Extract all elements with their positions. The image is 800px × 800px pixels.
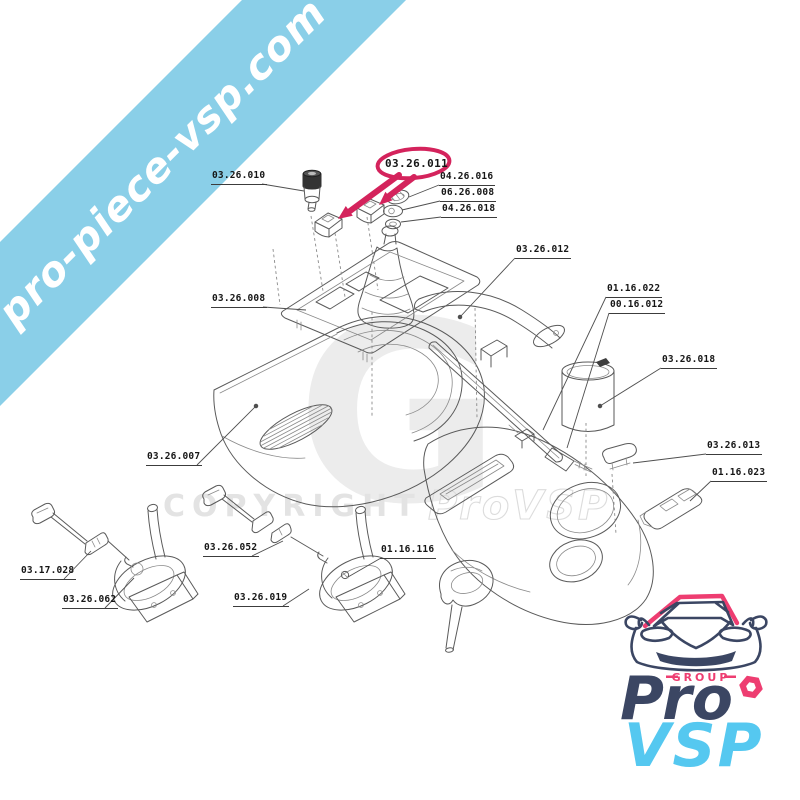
logo-group-dash <box>666 675 678 678</box>
part-label: 03.26.008 <box>211 293 268 308</box>
part-label: 00.16.012 <box>609 299 666 314</box>
highlight-arrowhead <box>338 206 353 219</box>
handbrake-left-drawing <box>31 502 199 623</box>
part-label: 01.16.023 <box>711 467 768 482</box>
logo-brand-bottom: VSP <box>624 711 764 781</box>
logo-group-label: GROUP <box>672 671 731 684</box>
ring-drawing <box>385 218 401 230</box>
part-label: 04.26.016 <box>439 171 496 186</box>
part-label-highlighted: 03.26.011 <box>385 157 449 170</box>
armrest-lid-drawing <box>414 291 565 368</box>
logo-car-icon <box>624 593 768 672</box>
part-label: 03.26.052 <box>203 542 260 557</box>
part-label: 06.26.008 <box>440 187 497 202</box>
logo-brand-top: Pro <box>620 664 733 734</box>
shift-boot-drawing <box>357 225 415 329</box>
part-label: 03.26.010 <box>211 170 268 185</box>
cap-drawing <box>602 443 637 471</box>
leader-lines <box>63 183 712 609</box>
watermark-layer: G COPYRIGHT ProVSP <box>163 268 610 559</box>
highlight-marker <box>338 146 452 219</box>
rail-drawing <box>428 341 593 473</box>
part-label: 03.26.013 <box>706 440 763 455</box>
cylinder-ashtray-drawing <box>561 358 615 432</box>
tray-drawing <box>280 241 481 363</box>
part-label: 03.26.012 <box>515 244 572 259</box>
highlight-arrowhead <box>379 191 393 205</box>
plate-drawing <box>639 488 703 530</box>
part-label: 01.16.022 <box>606 283 663 298</box>
part-label: 03.26.018 <box>661 354 718 369</box>
switch-drawing <box>314 212 343 238</box>
part-label: 03.26.007 <box>146 451 203 466</box>
part-label: 03.26.019 <box>233 592 290 607</box>
gear-knob-drawing <box>439 560 494 653</box>
watermark-copyright: COPYRIGHT <box>163 489 422 524</box>
logo-hexagon-hole <box>746 682 756 692</box>
assembly-dashed-lines <box>272 215 617 535</box>
part-label: 04.26.018 <box>441 203 498 218</box>
part-label: 01.16.116 <box>380 544 437 559</box>
watermark-brand: ProVSP <box>428 483 610 529</box>
handbrake-right-drawing <box>202 484 406 623</box>
console-front-drawing <box>213 315 485 508</box>
part-label: 03.26.062 <box>62 594 119 609</box>
highlight-arrow <box>347 172 402 214</box>
logo-group-dash <box>724 675 736 678</box>
lighter-drawing <box>302 169 322 212</box>
disc-drawing <box>383 204 403 218</box>
part-label: 03.17.028 <box>20 565 77 580</box>
brand-logo: GROUP Pro VSP <box>620 593 768 781</box>
highlight-arrow <box>386 174 417 199</box>
